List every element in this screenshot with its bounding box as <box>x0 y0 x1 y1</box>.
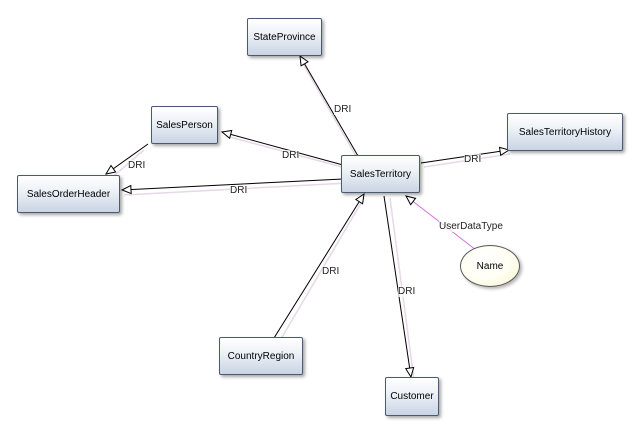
edge-person-to-header <box>104 143 149 175</box>
node-sales-order-header-label: SalesOrderHeader <box>26 188 111 200</box>
edge-label-sales-person: DRI <box>282 150 300 161</box>
node-state-province-label: StateProvince <box>253 31 316 43</box>
node-name-user-data-type[interactable]: Name <box>460 245 520 287</box>
node-sales-person[interactable]: SalesPerson <box>151 106 218 144</box>
node-name-label: Name <box>476 260 504 272</box>
edge-from-country-region <box>273 192 365 339</box>
edge-to-sales-person <box>220 129 344 166</box>
node-sales-territory[interactable]: SalesTerritory <box>341 155 420 193</box>
node-customer-label: Customer <box>390 391 434 402</box>
node-state-province[interactable]: StateProvince <box>247 18 322 56</box>
edge-label-person-to-header: DRI <box>128 160 146 171</box>
node-country-region[interactable]: CountryRegion <box>219 337 303 375</box>
node-sales-order-header[interactable]: SalesOrderHeader <box>17 175 120 213</box>
edge-to-customer <box>383 195 415 379</box>
edge-to-state-province <box>299 54 359 157</box>
edge-label-state-province: DRI <box>334 104 352 115</box>
edge-label-customer: DRI <box>398 286 416 297</box>
node-sales-territory-history[interactable]: SalesTerritoryHistory <box>507 113 623 151</box>
node-sales-territory-history-label: SalesTerritoryHistory <box>518 126 612 138</box>
edge-label-country-region: DRI <box>322 266 340 277</box>
node-country-region-label: CountryRegion <box>227 350 295 362</box>
node-sales-person-label: SalesPerson <box>156 119 213 131</box>
edge-label-sales-order-header: DRI <box>230 185 248 196</box>
edge-label-user-data-type: UserDataType <box>439 221 503 232</box>
edge-label-sales-territory-history: DRI <box>464 154 482 165</box>
node-sales-territory-label: SalesTerritory <box>349 168 412 180</box>
edge-to-sales-order-header <box>120 178 344 195</box>
node-customer[interactable]: Customer <box>385 377 439 416</box>
